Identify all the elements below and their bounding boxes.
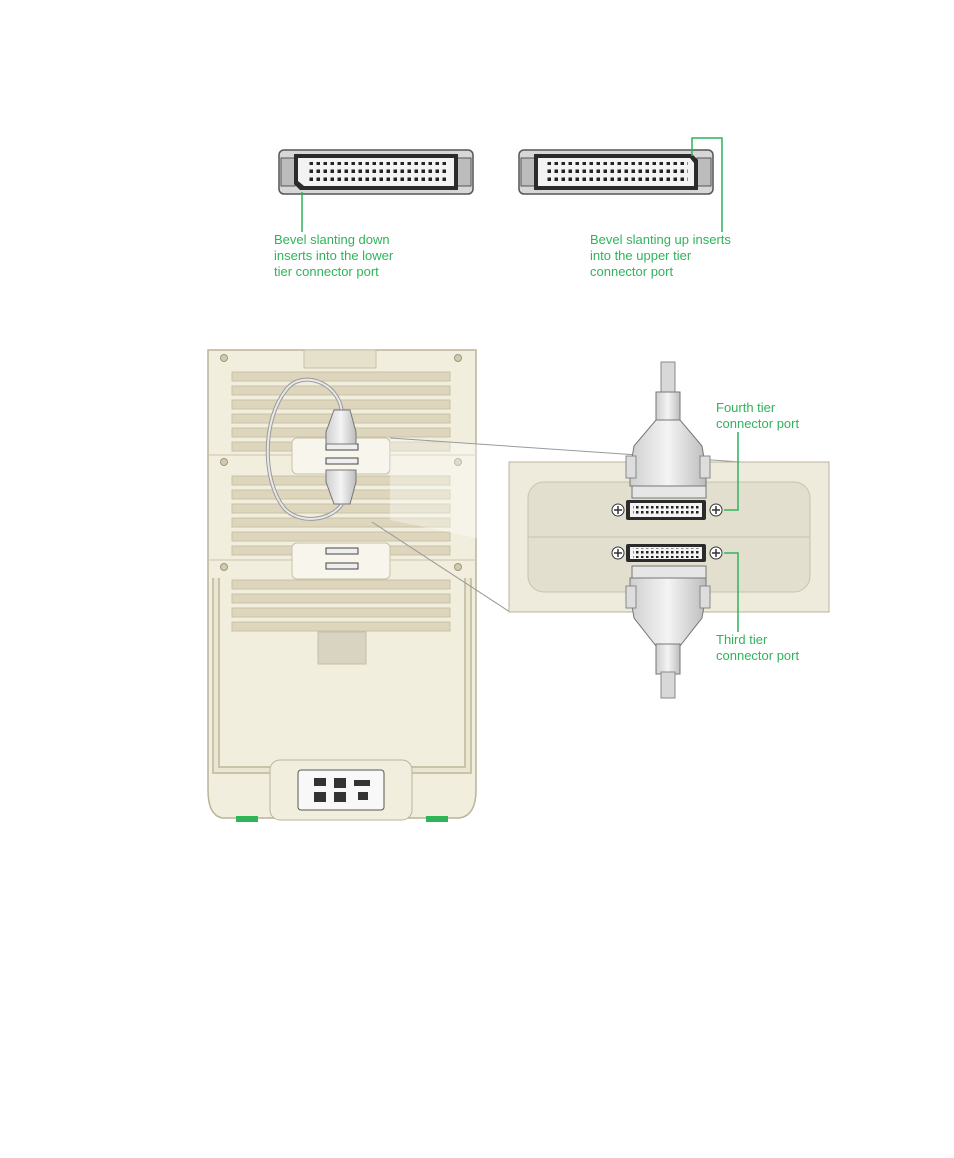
- chassis-rear-view: [208, 350, 476, 822]
- lower-cable-plug: [626, 566, 710, 698]
- callout-third-tier: Third tier connector port: [716, 632, 799, 664]
- callout-bevel-up: Bevel slanting up inserts into the upper…: [590, 232, 731, 280]
- callout-fourth-tier: Fourth tier connector port: [716, 400, 799, 432]
- connector-bevel-up: [519, 150, 713, 194]
- callout-bevel-down: Bevel slanting down inserts into the low…: [274, 232, 393, 280]
- upper-cable-plug: [626, 362, 710, 498]
- connector-bevel-down: [279, 150, 473, 194]
